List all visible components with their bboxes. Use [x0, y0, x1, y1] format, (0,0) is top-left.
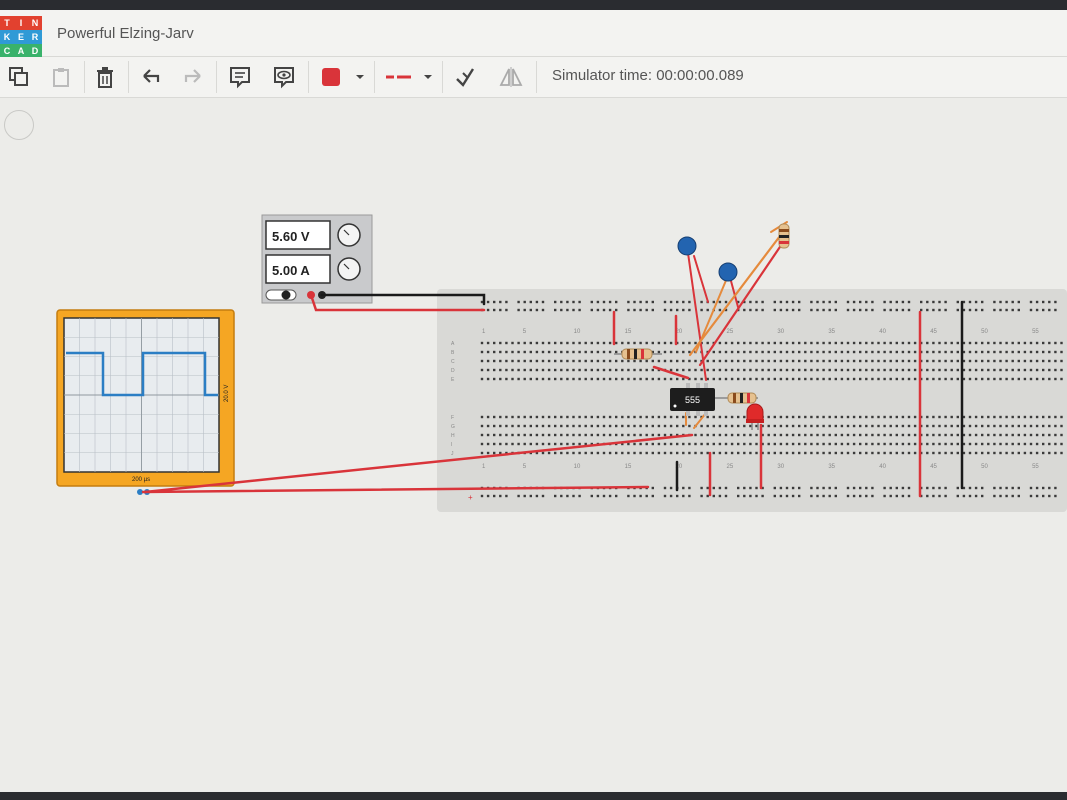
logo-letter: N	[28, 16, 42, 30]
wire-style-dropdown[interactable]	[382, 62, 438, 92]
logo-letter: E	[14, 30, 28, 44]
project-title[interactable]: Powerful Elzing-Jarv	[57, 25, 194, 42]
note-icon[interactable]	[225, 62, 255, 92]
undo-icon[interactable]	[136, 62, 166, 92]
logo-letter: R	[28, 30, 42, 44]
trash-icon[interactable]	[90, 62, 120, 92]
copy-icon[interactable]	[4, 62, 34, 92]
logo-letter: C	[0, 44, 14, 58]
logo-letter: D	[28, 44, 42, 58]
circuit-canvas[interactable]	[0, 98, 1067, 800]
window-top-bar	[0, 0, 1067, 10]
rotate-icon[interactable]	[450, 62, 480, 92]
mirror-icon[interactable]	[496, 62, 526, 92]
toolbar: Simulator time: 00:00:00.089	[0, 57, 1067, 98]
bottom-bezel	[0, 792, 1067, 800]
logo-letter: K	[0, 30, 14, 44]
logo-letter: A	[14, 44, 28, 58]
simulator-time: Simulator time: 00:00:00.089	[552, 67, 744, 84]
eye-icon[interactable]	[269, 62, 299, 92]
logo-letter: I	[14, 16, 28, 30]
wire-color-dropdown[interactable]	[318, 62, 368, 92]
zoom-to-fit-button[interactable]	[4, 110, 34, 140]
paste-icon[interactable]	[46, 62, 76, 92]
logo-letter: T	[0, 16, 14, 30]
app-header: T I N K E R C A D Powerful Elzing-Jarv	[0, 10, 1067, 58]
redo-icon[interactable]	[178, 62, 208, 92]
tinkercad-logo[interactable]: T I N K E R C A D	[0, 16, 42, 58]
